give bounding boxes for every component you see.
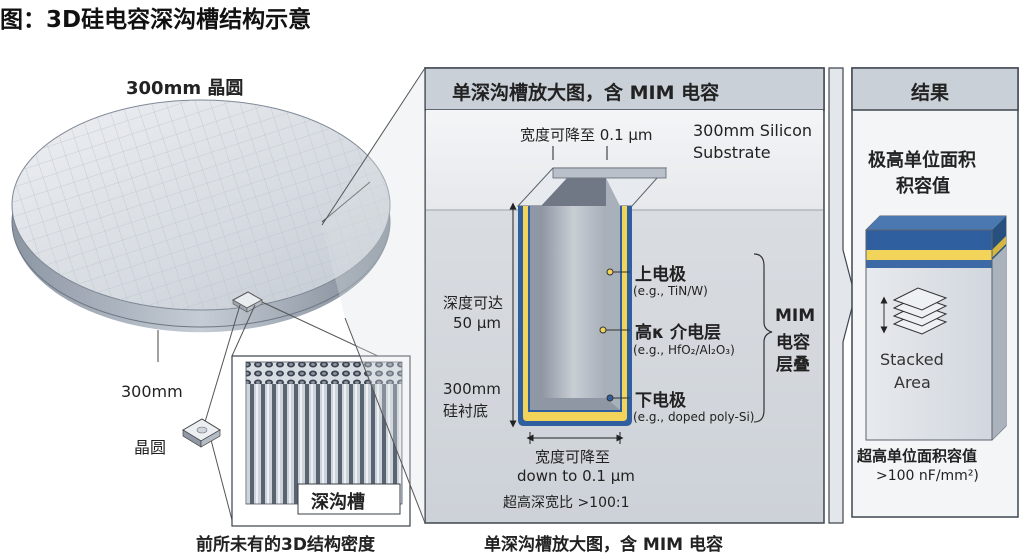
diameter-label: 300mm [121,382,183,401]
depth-label-line2: 50 µm [453,314,502,332]
result-line-2: >100 nF/mm²) [876,468,979,484]
right-panel-header: 结果 [911,82,950,104]
result-arrow [828,67,856,524]
zoom-wedge [321,67,426,524]
result-headline-1: 极高单位面积 [868,150,976,171]
figure-title: 图：3D硅电容深沟槽结构示意 [0,7,312,33]
mim-stack-label-2: 电容 [776,333,810,353]
bottom-width-label-line2: down to 0.1 µm [517,467,635,485]
mim-stack-label-3: 层叠 [776,355,810,375]
bottom-width-dimension [526,432,624,444]
middle-panel-header: 单深沟槽放大图，含 MIM 电容 [452,82,720,104]
bottom-electrode-example: (e.g., doped poly-Si) [633,410,755,424]
single-trench [516,167,668,426]
result-line-1: 超高单位面积容值 [857,447,978,465]
small-wafer-label: 晶圆 [134,438,167,457]
bottom-electrode-label: 下电极 [635,391,686,411]
wafer-illustration [11,99,391,333]
top-electrode-example: (e.g., TiN/W) [633,284,708,298]
bottom-width-label-line1: 宽度可降至 [535,448,611,466]
top-width-dimension [552,146,608,160]
dielectric-label: 高κ 介电层 [635,323,721,343]
cube-label-2: Area [894,373,931,392]
substrate-label-line1: 300mm Silicon [693,121,813,140]
cube-label-1: Stacked [880,350,944,369]
mim-stack-label-1: MIM [775,306,816,326]
middle-caption: 单深沟槽放大图，含 MIM 电容 [484,535,723,555]
layer-callouts [599,268,630,402]
result-headline-2: 积容值 [896,176,950,197]
wafer-heading: 300mm 晶圆 [126,78,244,99]
substrate-label-line2: Substrate [693,143,771,162]
stacked-sheets-icon [880,287,948,335]
aspect-ratio-label: 超高深宽比 >100:1 [503,495,630,511]
wafer-pointer-line [321,181,371,223]
depth-label-line1: 深度可达 [443,294,504,312]
stacked-cube [865,215,1007,441]
mim-stack-brace [753,253,773,423]
top-electrode-label: 上电极 [635,265,686,285]
base-label-line1: 300mm [443,380,501,398]
trench-array-label: 深沟槽 [311,492,365,513]
trench-array-block [231,355,411,527]
small-wafer-chip [182,418,221,448]
left-caption: 前所未有的3D结构密度 [196,535,375,555]
top-width-label: 宽度可降至 0.1 µm [520,126,653,144]
base-label-line2: 硅衬底 [443,402,489,420]
dielectric-example: (e.g., HfO₂/Al₂O₃) [633,343,735,357]
